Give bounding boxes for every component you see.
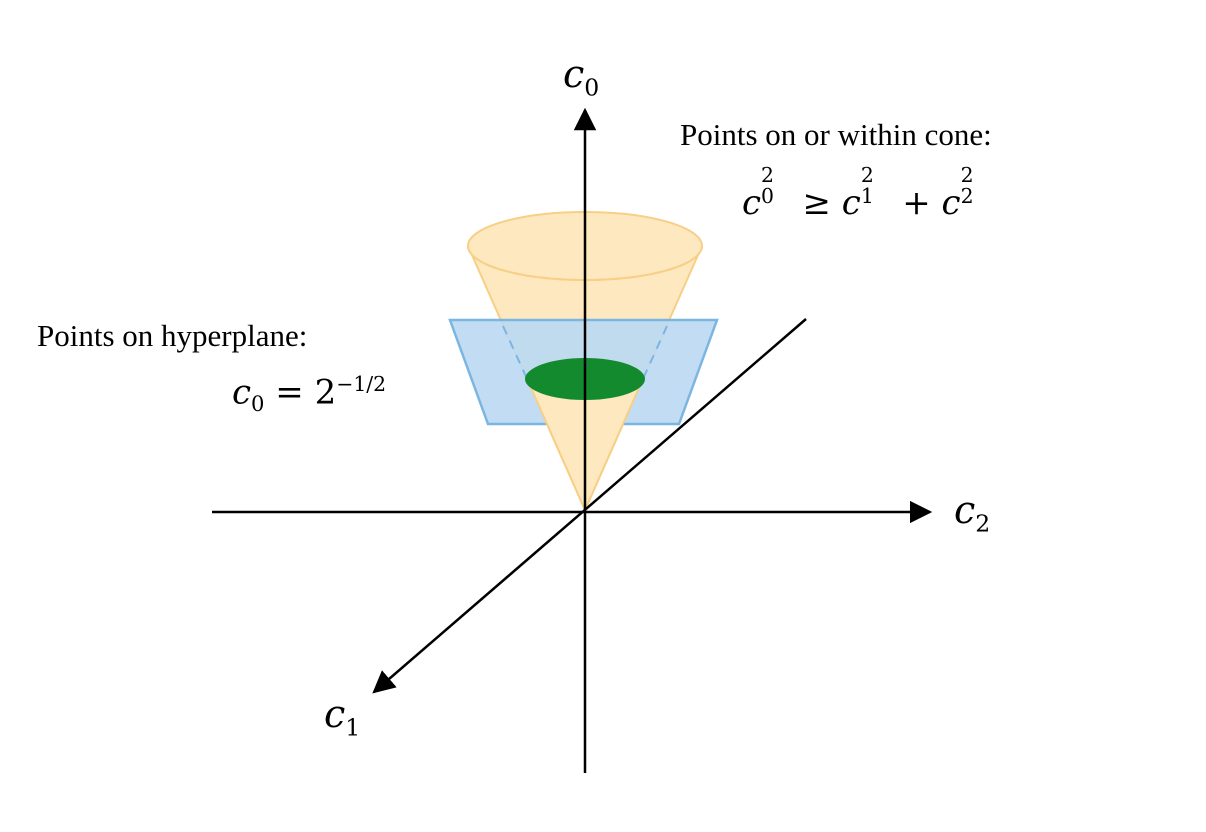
c0-axis-label: c0 — [563, 52, 600, 102]
hyperplane-equation: c0 = 2−1/2 — [232, 372, 387, 417]
cone-edge-hidden-left — [502, 325, 529, 382]
hyperplane-caption: Points on hyperplane: — [37, 318, 308, 353]
cone-edge-left — [527, 380, 586, 511]
cone-caption: Points on or within cone: — [680, 117, 992, 152]
cone-edge-hidden-right — [641, 325, 668, 382]
cone-edge-right — [584, 380, 643, 511]
c1-axis — [372, 318, 807, 694]
c2-axis-label: c2 — [954, 488, 991, 538]
c1-axis-label: c1 — [324, 692, 361, 742]
